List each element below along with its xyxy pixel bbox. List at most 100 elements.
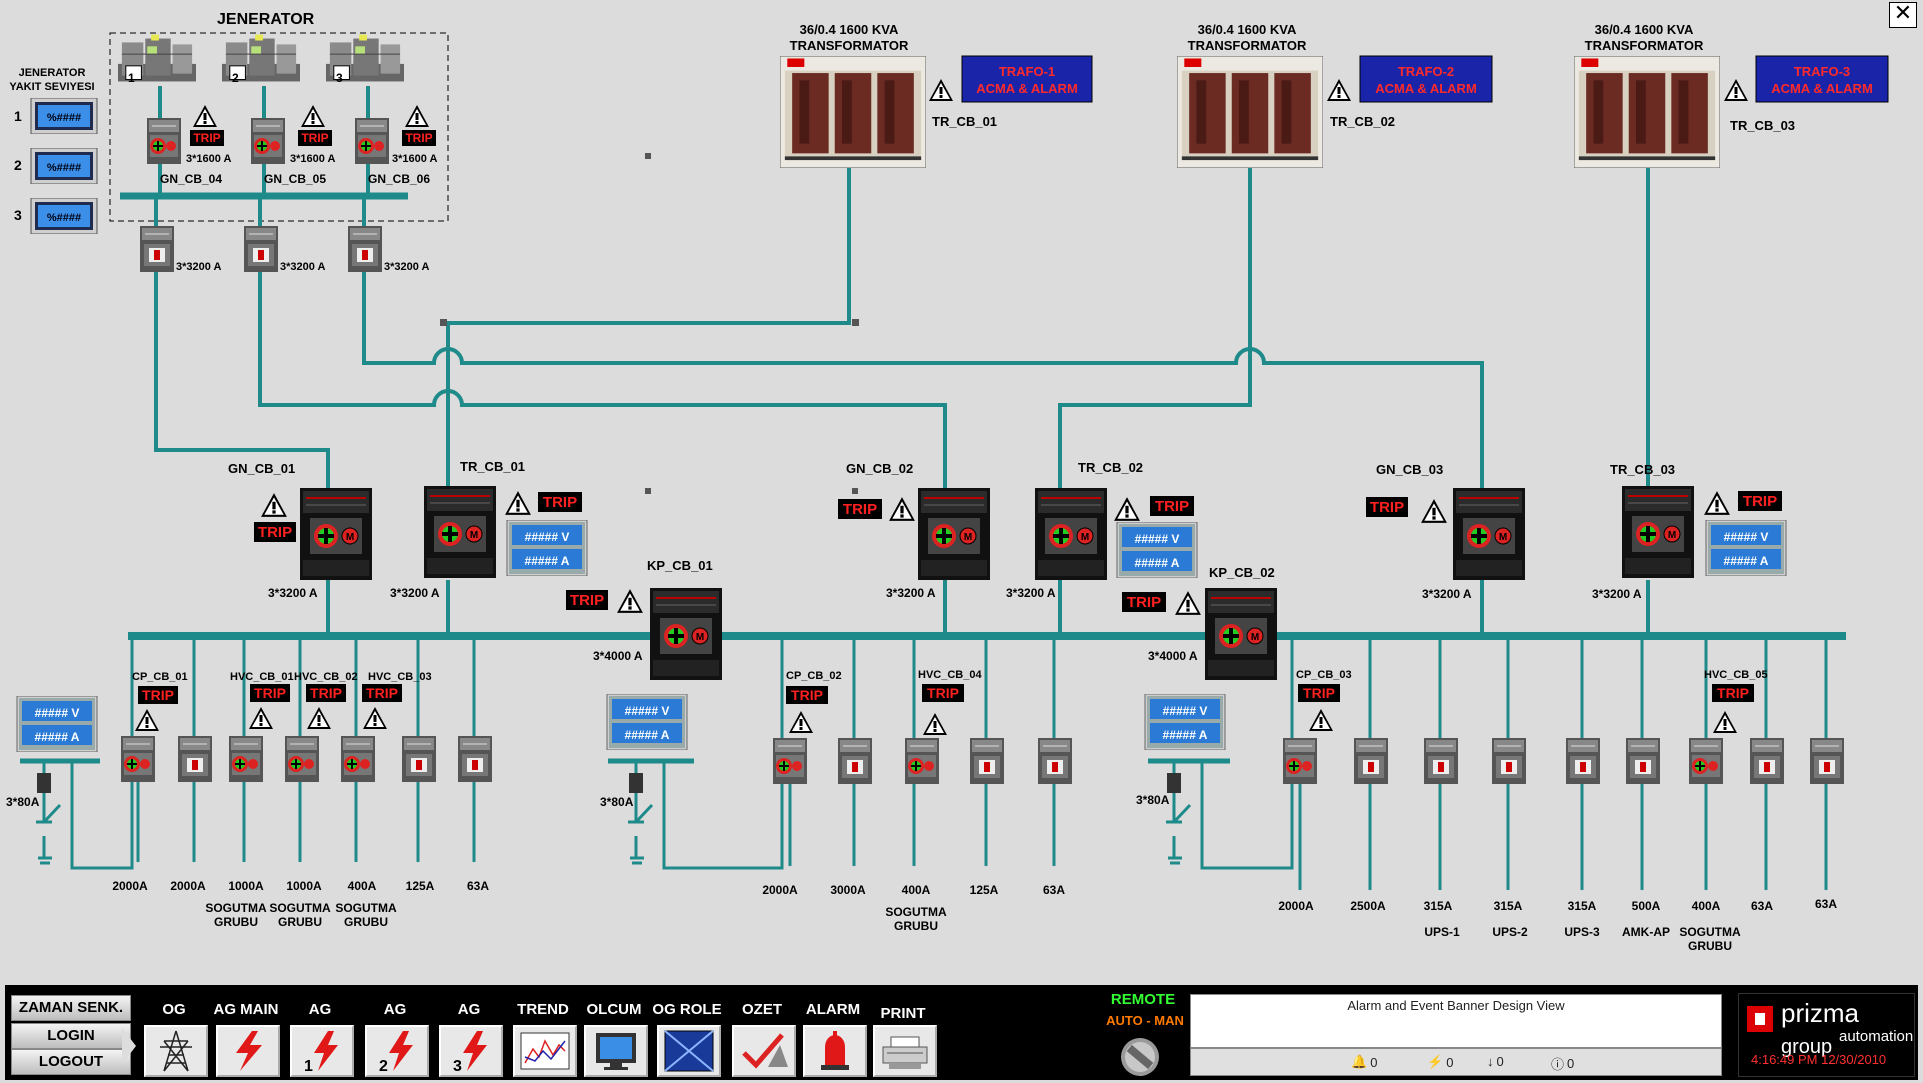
- transformer-3[interactable]: 36/0.4 1600 KVA TRANSFORMATOR TR_CB_03: [1574, 22, 1795, 168]
- breaker-kp-cb-01[interactable]: KP_CB_01 TRIP 3*4000 A: [566, 558, 722, 680]
- fuel-level-2[interactable]: 2 %####: [14, 148, 98, 184]
- og-button[interactable]: [144, 1025, 208, 1077]
- feeder-label-s2-3: 400A SOGUTMA GRUBU: [885, 883, 947, 933]
- ag-3-button[interactable]: 3: [439, 1025, 503, 1077]
- feeder-breaker-s2-4[interactable]: [970, 738, 1004, 784]
- ag-2-button[interactable]: 2: [365, 1025, 429, 1077]
- breaker-hvc-cb-05[interactable]: HVC_CB_05 TRIP: [1688, 669, 1768, 784]
- feeder-breaker-s3-2[interactable]: [1354, 738, 1388, 784]
- ag-1-button[interactable]: 1: [290, 1025, 354, 1077]
- feeder-breaker-s3-6[interactable]: [1626, 738, 1660, 784]
- navigation-toolbar: ZAMAN SENK. LOGIN LOGOUT OG AG MAIN AG 1…: [5, 985, 1918, 1080]
- close-window-button[interactable]: ✕: [1889, 2, 1917, 28]
- trip-badge: TRIP: [1155, 498, 1189, 515]
- breaker-cp-cb-03[interactable]: CP_CB_03 TRIP: [1282, 669, 1352, 784]
- feeder-breaker-s3-5[interactable]: [1566, 738, 1600, 784]
- fuel-level-1[interactable]: 1 %####: [14, 98, 98, 134]
- trip-badge: TRIP: [1127, 594, 1161, 611]
- bus-meter-1[interactable]: ##### V ##### A: [16, 696, 98, 752]
- mode-selector-knob[interactable]: [1117, 1033, 1163, 1077]
- breaker-gn-cb-05[interactable]: TRIP 3*1600 A GN_CB_05: [250, 105, 336, 186]
- breaker-gn-cb-02[interactable]: GN_CB_02 TRIP 3*3200 A: [838, 461, 990, 600]
- breaker-name: GN_CB_04: [160, 172, 222, 186]
- breaker-gen-out-3[interactable]: 3*3200 A: [348, 226, 430, 273]
- feeder-label-s3-9: 63A: [1815, 897, 1837, 911]
- breaker-cp-cb-02[interactable]: CP_CB_02 TRIP: [772, 670, 842, 784]
- breaker-tr-cb-01[interactable]: TR_CB_01 TRIP ##### V ##### A 3*3200 A: [390, 459, 588, 600]
- breaker-gen-out-1[interactable]: 3*3200 A: [140, 226, 222, 273]
- transformer-2[interactable]: 36/0.4 1600 KVA TRANSFORMATOR TR_CB_02: [1177, 22, 1395, 168]
- ag-main-button[interactable]: [216, 1025, 280, 1077]
- fuel-level-3[interactable]: 3 %####: [14, 198, 98, 234]
- breaker-gen-out-2[interactable]: 3*3200 A: [244, 226, 326, 273]
- breaker-cp-cb-01[interactable]: CP_CB_01 TRIP: [120, 671, 188, 782]
- breaker-hvc-cb-01[interactable]: HVC_CB_01 TRIP: [228, 671, 294, 782]
- breaker-gn-cb-04[interactable]: TRIP 3*1600 A GN_CB_04: [146, 105, 232, 186]
- ag-number: 3: [453, 1058, 462, 1075]
- fuel-level-num: 2: [14, 157, 22, 173]
- breaker-gn-cb-06[interactable]: TRIP 3*1600 A GN_CB_06: [354, 105, 438, 186]
- transformer-rating: 36/0.4 1600 KVA: [1198, 22, 1297, 37]
- feeder-breaker-s2-5[interactable]: [1038, 738, 1072, 784]
- feeder-amp: 2000A: [762, 883, 798, 897]
- breaker-hvc-cb-02[interactable]: HVC_CB_02 TRIP: [284, 671, 358, 782]
- feeder-breaker-s3-3[interactable]: [1424, 738, 1458, 784]
- breaker-rating: 3*3200 A: [1006, 586, 1056, 600]
- breaker-gn-cb-03[interactable]: GN_CB_03 TRIP 3*3200 A: [1366, 462, 1525, 601]
- fuel-level-num: 1: [14, 108, 22, 124]
- breaker-name: HVC_CB_04: [918, 669, 982, 681]
- logout-button[interactable]: LOGOUT: [11, 1049, 131, 1075]
- transformer-1[interactable]: 36/0.4 1600 KVA TRANSFORMATOR TR_CB_01: [780, 22, 997, 168]
- feeder-label-s1-2: 2000A: [170, 879, 206, 893]
- feeder-breaker-s1-2[interactable]: [178, 736, 212, 782]
- feeder-desc: SOGUTMA: [885, 905, 947, 919]
- trend-label: TREND: [517, 1001, 569, 1018]
- breaker-hvc-cb-04[interactable]: HVC_CB_04 TRIP: [904, 669, 982, 784]
- bus-meter-3[interactable]: ##### V ##### A: [1144, 694, 1226, 750]
- trafo-1-alarm-button[interactable]: TRAFO-1 ACMA & ALARM: [961, 55, 1093, 103]
- breaker-kp-cb-02[interactable]: KP_CB_02 TRIP 3*4000 A: [1122, 565, 1277, 680]
- alarm-button[interactable]: [803, 1025, 867, 1077]
- feeder-label-s2-4: 125A: [970, 883, 999, 897]
- breaker-hvc-cb-03[interactable]: HVC_CB_03 TRIP: [340, 671, 432, 782]
- expand-arrow-icon[interactable]: [122, 1028, 136, 1064]
- breaker-gn-cb-01[interactable]: GN_CB_01 TRIP 3*3200 A: [228, 461, 372, 600]
- breaker-tr-cb-03[interactable]: TR_CB_03 TRIP ##### V ##### A 3*3200 A: [1592, 462, 1787, 601]
- alarm-event-banner[interactable]: Alarm and Event Banner Design View: [1190, 994, 1722, 1048]
- generator-2[interactable]: 2: [222, 34, 300, 85]
- alarm-title: TRAFO-2: [1398, 64, 1454, 79]
- breaker-tr-cb-02[interactable]: TR_CB_02 TRIP ##### V ##### A 3*3200 A: [1006, 460, 1198, 600]
- print-button[interactable]: [873, 1025, 937, 1077]
- feeder-label-s3-2: 2500A: [1350, 899, 1386, 913]
- breaker-name: CP_CB_01: [132, 671, 188, 683]
- ag-number: 2: [379, 1058, 388, 1075]
- generator-1[interactable]: 1: [118, 34, 196, 85]
- time-sync-button[interactable]: ZAMAN SENK.: [11, 995, 131, 1021]
- breaker-name: GN_CB_02: [846, 461, 913, 476]
- feeder-desc: SOGUTMA: [1679, 925, 1741, 939]
- alarm-title: TRAFO-3: [1794, 64, 1850, 79]
- trip-badge: TRIP: [366, 685, 398, 701]
- login-button[interactable]: LOGIN: [11, 1023, 131, 1049]
- feeder-breaker-s3-8[interactable]: [1750, 738, 1784, 784]
- breaker-name: KP_CB_02: [1209, 565, 1275, 580]
- trafo-3-alarm-button[interactable]: TRAFO-3 ACMA & ALARM: [1755, 55, 1889, 103]
- feeder-breaker-s3-9[interactable]: [1810, 738, 1844, 784]
- breaker-rating: 3*4000 A: [593, 649, 643, 663]
- og-role-button[interactable]: [657, 1025, 721, 1077]
- feeder-breaker-s1-7[interactable]: [458, 736, 492, 782]
- transmission-tower-icon: [160, 1030, 192, 1072]
- generator-3[interactable]: 3: [326, 34, 404, 85]
- feeder-breaker-s3-4[interactable]: [1492, 738, 1526, 784]
- fuel-level-value: %####: [47, 162, 81, 174]
- ozet-button[interactable]: [732, 1025, 796, 1077]
- olcum-button[interactable]: [584, 1025, 648, 1077]
- breaker-rating: 3*3200 A: [384, 261, 430, 273]
- feeder-breaker-s2-2[interactable]: [838, 738, 872, 784]
- trafo-2-alarm-button[interactable]: TRAFO-2 ACMA & ALARM: [1359, 55, 1493, 103]
- meter-current: ##### A: [1724, 554, 1769, 568]
- trend-button[interactable]: [513, 1025, 577, 1077]
- feeder-label-s3-3: 315A UPS-1: [1424, 899, 1460, 939]
- feeder-breaker-s1-6[interactable]: [402, 736, 436, 782]
- bus-meter-2[interactable]: ##### V ##### A: [606, 694, 688, 750]
